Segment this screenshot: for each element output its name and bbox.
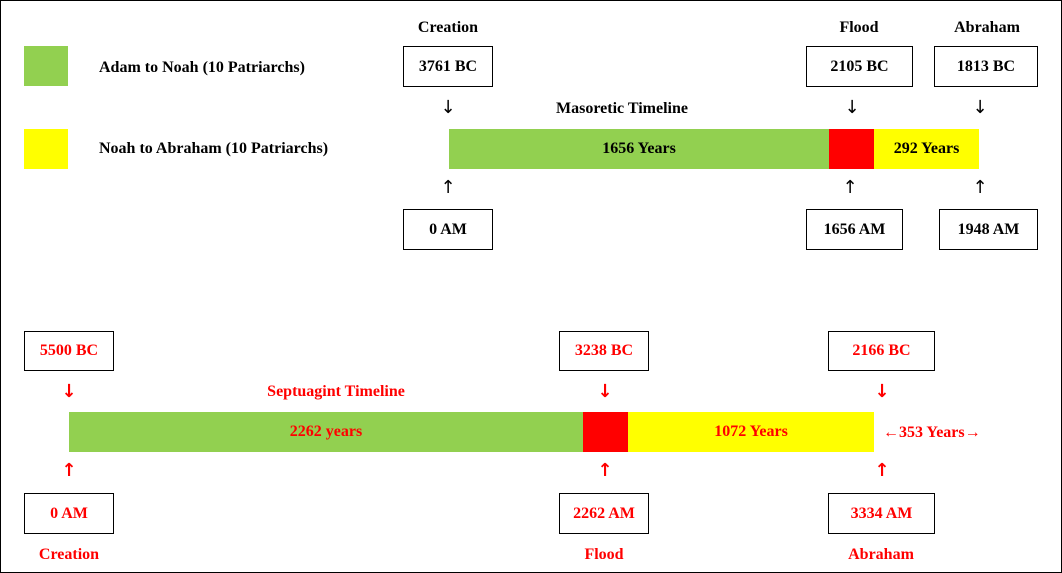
masoretic-segment-flood	[829, 129, 874, 169]
masoretic-am-abraham: 1948 AM	[939, 209, 1038, 250]
masoretic-arrow-down-icon: ↓	[972, 97, 988, 118]
septuagint-footer-creation: Creation	[38, 546, 100, 563]
masoretic-bc-creation: 3761 BC	[403, 46, 493, 87]
septuagint-am-abraham: 3334 AM	[828, 493, 935, 534]
masoretic-title: Masoretic Timeline	[556, 100, 688, 117]
septuagint-segment-noah-abraham: 1072 Years	[628, 412, 874, 452]
legend-swatch-green	[24, 46, 68, 86]
legend-label-noah-abraham: Noah to Abraham (10 Patriarchs)	[99, 140, 329, 157]
septuagint-bc-creation: 5500 BC	[24, 331, 114, 371]
masoretic-segment-noah-abraham: 292 Years	[874, 129, 979, 169]
masoretic-am-creation: 0 AM	[403, 209, 493, 250]
masoretic-bc-abraham: 1813 BC	[934, 46, 1038, 87]
masoretic-arrow-up-icon: ↑	[842, 177, 858, 198]
septuagint-arrow-up-icon: ↑	[597, 460, 613, 481]
septuagint-title: Septuagint Timeline	[267, 383, 405, 400]
masoretic-header-creation: Creation	[417, 19, 479, 36]
septuagint-segment-adam-noah: 2262 years	[69, 412, 583, 452]
septuagint-am-flood: 2262 AM	[559, 493, 649, 534]
septuagint-bc-abraham: 2166 BC	[828, 331, 935, 371]
septuagint-arrow-up-icon: ↑	[874, 460, 890, 481]
masoretic-arrow-down-icon: ↓	[440, 97, 456, 118]
septuagint-arrow-down-icon: ↓	[61, 381, 77, 402]
septuagint-footer-abraham: Abraham	[848, 546, 914, 563]
masoretic-header-abraham: Abraham	[954, 19, 1020, 36]
masoretic-am-flood: 1656 AM	[806, 209, 903, 250]
masoretic-segment-adam-noah: 1656 Years	[449, 129, 829, 169]
septuagint-extra-years: ←353 Years→	[883, 424, 981, 441]
septuagint-arrow-down-icon: ↓	[874, 381, 890, 402]
masoretic-arrow-up-icon: ↑	[440, 177, 456, 198]
septuagint-arrow-down-icon: ↓	[597, 381, 613, 402]
masoretic-arrow-up-icon: ↑	[972, 177, 988, 198]
legend-swatch-yellow	[24, 129, 68, 169]
septuagint-bc-flood: 3238 BC	[559, 331, 649, 371]
masoretic-arrow-down-icon: ↓	[844, 97, 860, 118]
septuagint-am-creation: 0 AM	[24, 493, 114, 534]
septuagint-arrow-up-icon: ↑	[61, 460, 77, 481]
masoretic-header-flood: Flood	[839, 19, 879, 36]
masoretic-bc-flood: 2105 BC	[806, 46, 913, 87]
septuagint-segment-flood	[583, 412, 628, 452]
legend-label-adam-noah: Adam to Noah (10 Patriarchs)	[99, 59, 305, 76]
septuagint-footer-flood: Flood	[584, 546, 624, 563]
